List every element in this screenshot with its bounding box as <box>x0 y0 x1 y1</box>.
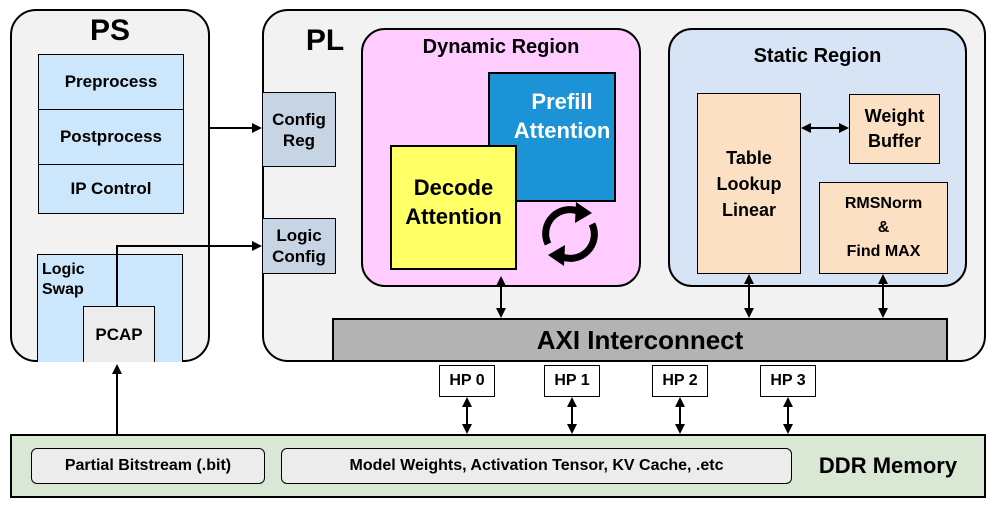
table-lookup-linear-block: Table Lookup Linear <box>697 93 801 274</box>
ps-title: PS <box>89 14 131 47</box>
dynamic-region-title: Dynamic Region <box>422 36 580 58</box>
decode-attention-block: Decode Attention <box>390 145 517 270</box>
hp-port-1: HP 1 <box>544 365 600 397</box>
config-reg-block: Config Reg <box>262 92 336 167</box>
static-region-title: Static Region <box>753 45 882 67</box>
ip-control-block: IP Control <box>38 164 184 214</box>
partial-bitstream-block: Partial Bitstream (.bit) <box>31 448 265 484</box>
logic-config-block: Logic Config <box>262 218 336 274</box>
preprocess-block: Preprocess <box>38 54 184 110</box>
hp-port-3: HP 3 <box>760 365 816 397</box>
hp-port-2: HP 2 <box>652 365 708 397</box>
prefill-attention-block: Prefill Attention <box>488 72 616 202</box>
ddr-memory-label: DDR Memory <box>818 453 958 478</box>
pcap-block: PCAP <box>83 306 155 362</box>
pl-title: PL <box>305 24 345 57</box>
model-data-block: Model Weights, Activation Tensor, KV Cac… <box>281 448 792 484</box>
weight-buffer-block: Weight Buffer <box>849 94 940 164</box>
refresh-cycle-icon <box>542 202 598 266</box>
rmsnorm-findmax-block: RMSNorm & Find MAX <box>819 182 948 274</box>
postprocess-block: Postprocess <box>38 109 184 165</box>
logic-swap-label: Logic Swap <box>42 261 85 298</box>
axi-interconnect: AXI Interconnect <box>332 318 948 362</box>
hp-port-0: HP 0 <box>439 365 495 397</box>
